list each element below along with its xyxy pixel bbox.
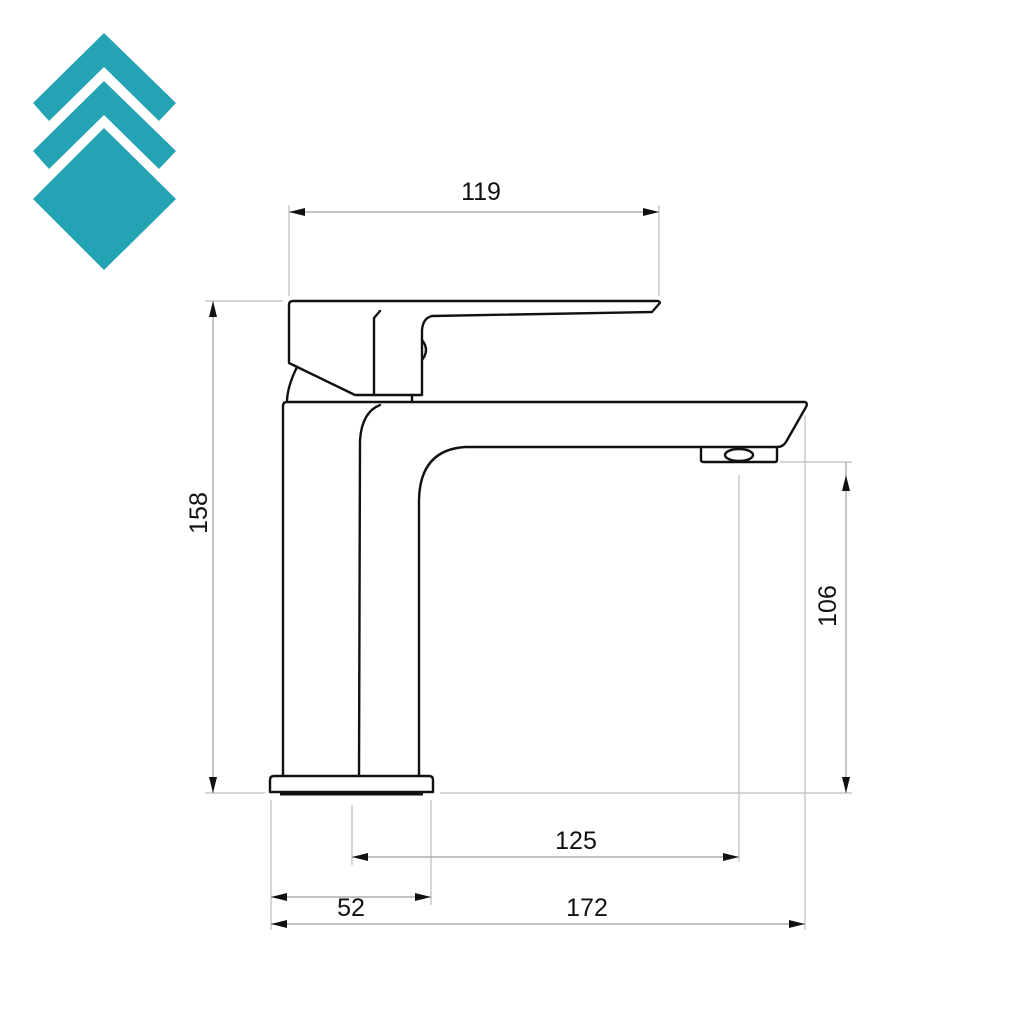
dimension-handle-length: 119: [461, 178, 501, 206]
dimension-spout-reach: 125: [555, 827, 597, 855]
dimension-total-height: 158: [185, 492, 213, 534]
faucet-drawing: [268, 299, 808, 796]
dimension-spout-height: 106: [814, 585, 842, 627]
dimension-lines: [209, 208, 850, 928]
dimension-base-width: 52: [337, 894, 365, 922]
brand-logo: [33, 33, 176, 270]
dimension-labels: 119 158 106 125 52 172: [185, 178, 842, 922]
dimension-total-depth: 172: [566, 894, 608, 922]
extension-lines: [205, 205, 852, 930]
